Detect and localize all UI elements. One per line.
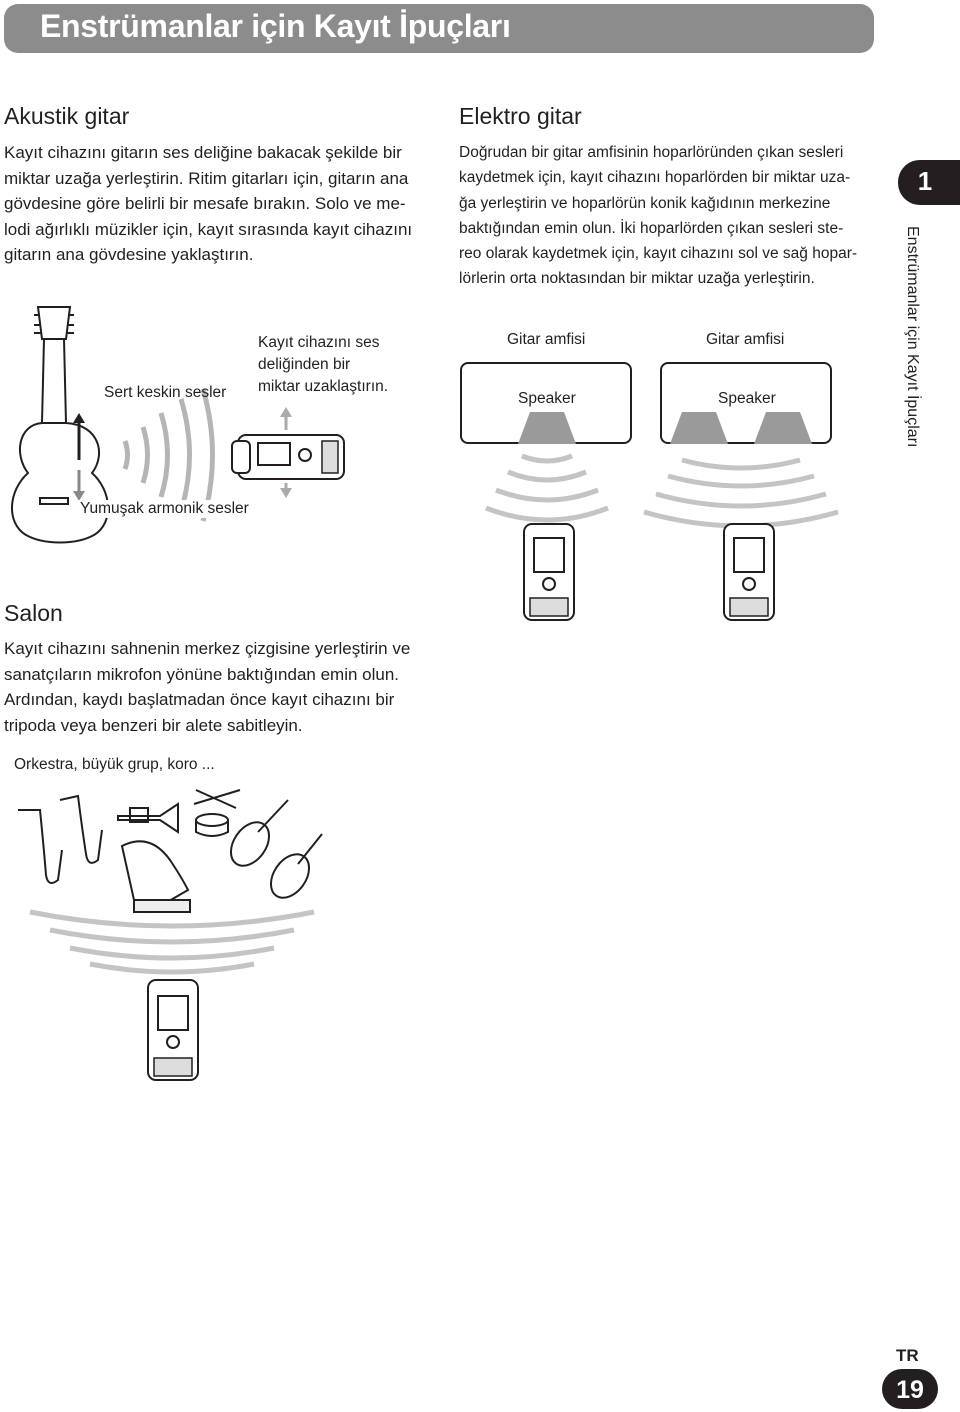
page-title: Enstrümanlar için Kayıt İpuçları <box>40 8 511 44</box>
label-soft-sounds: Yumuşak armonik sesler <box>76 500 253 518</box>
chapter-side-label: Enstrümanlar için Kayıt İpuçları <box>904 226 921 448</box>
electric-line: Doğrudan bir gitar amfisinin hoparlöründ… <box>459 144 844 161</box>
hall-line: Kayıt cihazını sahnenin merkez çizgisine… <box>4 639 411 658</box>
electric-heading: Elektro gitar <box>459 103 582 129</box>
speaker-left-label: Speaker <box>518 390 576 407</box>
hall-line: sanatçıların mikrofon yönüne baktığından… <box>4 664 400 684</box>
label-sharp-sounds: Sert keskin sesler <box>104 384 227 401</box>
orchestra-caption: Orkestra, büyük grup, koro ... <box>14 756 215 773</box>
amp-left-label: Gitar amfisi <box>507 331 586 348</box>
hall-line: tripoda veya benzeri bir alete sabitleyi… <box>4 715 303 735</box>
acoustic-heading: Akustik gitar <box>4 103 130 129</box>
label-move-line: Kayıt cihazını ses <box>258 334 380 351</box>
page-number: 19 <box>882 1369 938 1409</box>
hall-heading: Salon <box>4 600 63 626</box>
electric-guitar-illustration <box>485 412 839 621</box>
acoustic-text: Kayıt cihazını gitarın ses deliğine baka… <box>4 140 434 268</box>
acoustic-line: gövdesine göre belirli bir mesafe bırakı… <box>4 194 406 213</box>
speaker-right-label: Speaker <box>718 390 776 407</box>
amp-right-label: Gitar amfisi <box>706 331 785 348</box>
electric-line: reo olarak kaydetmek için, kayıt cihazın… <box>459 245 858 263</box>
acoustic-line: Kayıt cihazını gitarın ses deliğine baka… <box>4 143 402 162</box>
hall-line: Ardından, kaydı başlatmadan önce kayıt c… <box>4 690 395 709</box>
acoustic-line: lodi ağırlıklı müzikler için, kayıt sıra… <box>4 219 413 239</box>
electric-line: kaydetmek için, kayıt cihazını hoparlörd… <box>459 169 851 187</box>
label-move-recorder: Kayıt cihazını ses deliğinden bir miktar… <box>258 332 388 398</box>
orchestra-illustration <box>18 789 323 1081</box>
label-move-line: deliğinden bir <box>258 356 351 373</box>
acoustic-line: gitarın ana gövdesine yaklaştırın. <box>4 245 254 264</box>
chapter-number: 1 <box>917 166 933 196</box>
label-move-line: miktar uzaklaştırın. <box>258 378 389 395</box>
electric-text: Doğrudan bir gitar amfisinin hoparlöründ… <box>459 140 879 292</box>
language-code: TR <box>896 1346 919 1365</box>
hall-text: Kayıt cihazını sahnenin merkez çizgisine… <box>4 636 444 738</box>
header-banner <box>4 4 874 53</box>
electric-line: baktığından emin olun. İki hoparlörden ç… <box>459 219 844 237</box>
chapter-tab <box>898 160 960 205</box>
electric-line: lörlerin orta noktasından bir miktar uza… <box>459 270 815 288</box>
electric-line: ğa yerleştirin ve hoparlörün konik kağıd… <box>459 194 831 212</box>
acoustic-line: miktar uzağa yerleştirin. Ritim gitarlar… <box>4 168 409 188</box>
acoustic-guitar-illustration <box>11 306 345 544</box>
